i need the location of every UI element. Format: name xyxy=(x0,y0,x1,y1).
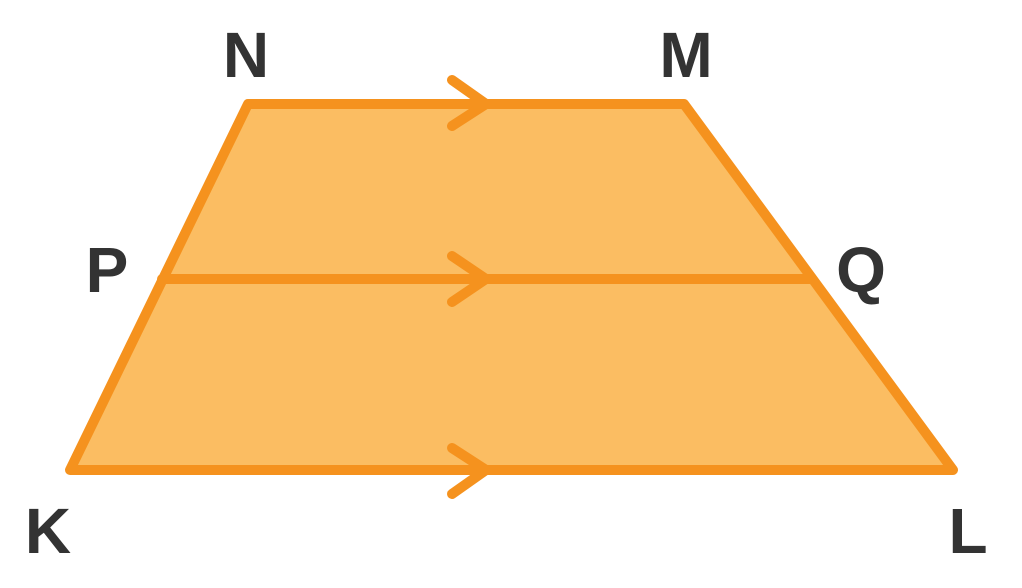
vertex-label-p: P xyxy=(86,234,129,306)
vertex-label-k: K xyxy=(25,495,71,567)
parallel-arrow-kl xyxy=(447,443,491,499)
parallel-arrow-pq xyxy=(447,251,491,307)
trapezoid-shape xyxy=(65,99,958,475)
vertex-label-m: M xyxy=(659,19,712,91)
vertex-label-n: N xyxy=(223,19,269,91)
parallel-arrow-nm xyxy=(447,75,491,131)
vertex-label-q: Q xyxy=(836,234,886,306)
vertex-label-l: L xyxy=(948,495,987,567)
